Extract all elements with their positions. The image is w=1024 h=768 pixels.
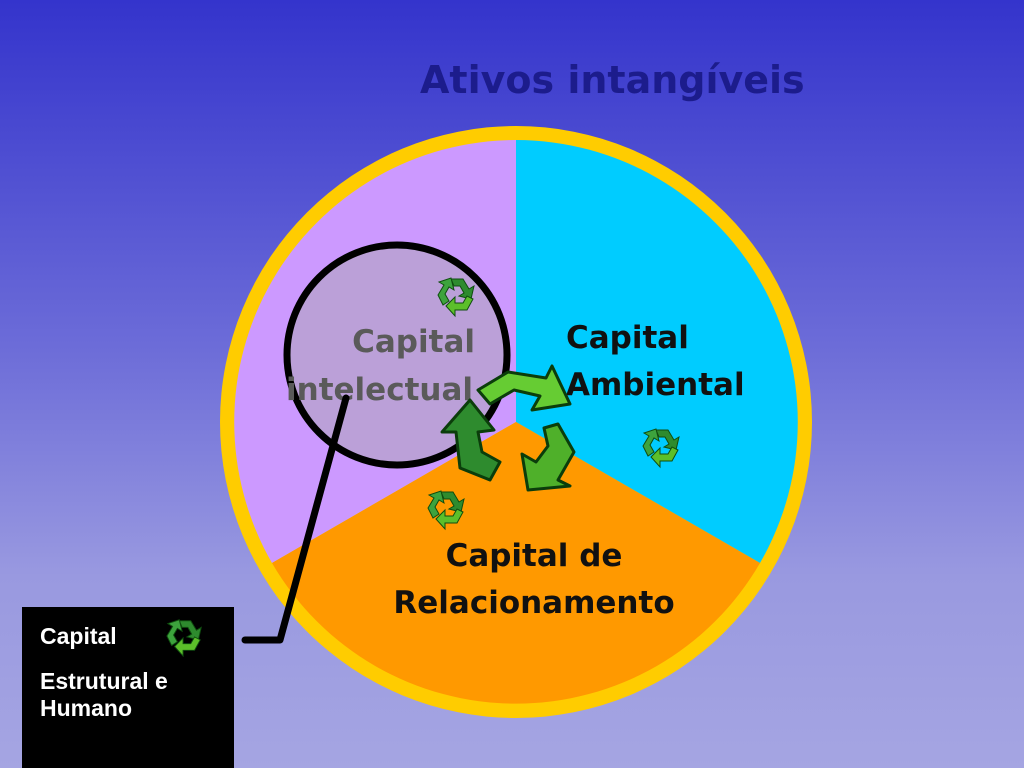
recycle-icon-large bbox=[440, 364, 576, 492]
label-intelectual-line2: intelectual bbox=[286, 372, 473, 408]
connector-line bbox=[241, 394, 350, 644]
label-relacionamento-line1: Capital de bbox=[446, 538, 623, 574]
legend-label-capital: Capital bbox=[40, 623, 117, 649]
label-intelectual-line1: Capital bbox=[352, 324, 475, 360]
segment-ambiental bbox=[516, 140, 798, 563]
legend-box: Capital Estrutural e Humano bbox=[22, 607, 234, 768]
recycle-icon bbox=[165, 616, 205, 657]
label-ambiental-line1: Capital bbox=[566, 320, 689, 356]
page-title: Ativos intangíveis bbox=[420, 58, 805, 102]
segment-relacionamento bbox=[272, 422, 760, 704]
legend-label-estrutural-humano: Estrutural e Humano bbox=[40, 668, 168, 721]
label-ambiental-line2: Ambiental bbox=[566, 367, 745, 403]
label-relacionamento-line2: Relacionamento bbox=[393, 585, 674, 621]
